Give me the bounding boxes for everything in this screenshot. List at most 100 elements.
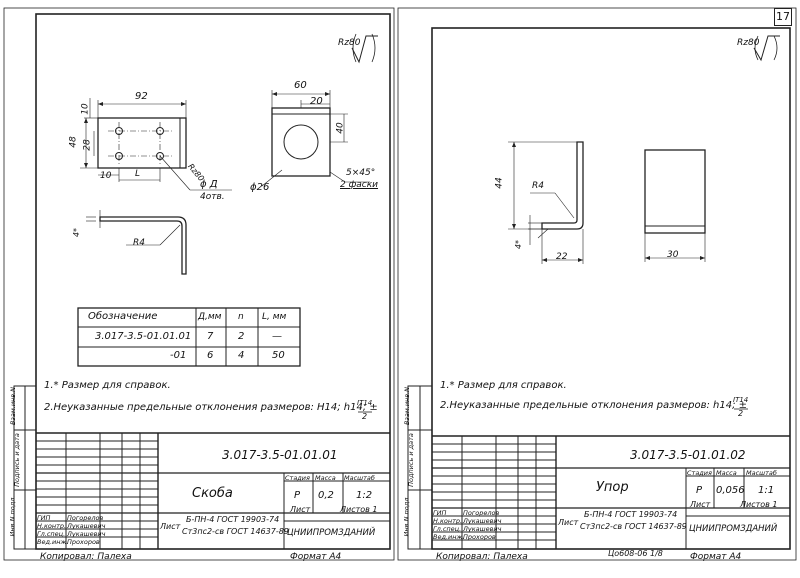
part-name-right: Упор (596, 480, 629, 495)
role: Н.контр. (37, 522, 67, 530)
role: Вед.инж. (37, 538, 69, 546)
material-prefix: Лист (160, 522, 181, 531)
signer: Погорелов (463, 509, 500, 517)
table-cell: -01 (170, 350, 187, 361)
note-2: 2.Неуказанные предельные отклонения разм… (44, 402, 378, 413)
hdr-stage: Стадия (285, 474, 310, 482)
table-header-designation: Обозначение (88, 311, 158, 322)
side-label: Подпись и дата (12, 433, 21, 487)
doc-code: 3.017-3.5-01.01.01 (222, 448, 338, 462)
note-fraction-den: 2 (362, 412, 368, 421)
dim-60: 60 (294, 80, 307, 91)
signer: Лукашевич (463, 517, 502, 525)
dim-28: 28 (82, 139, 93, 151)
table-cell: — (272, 331, 282, 342)
role: Вед.инж. (433, 533, 465, 541)
right-sheet-outer (397, 7, 797, 561)
side-label: Инв.N подл. (8, 495, 17, 537)
org-name: ЦНИИПРОМЗДАНИЙ (287, 528, 376, 538)
sheet-label-right: Лист (690, 500, 711, 509)
hdr-scale: Масштаб (344, 474, 375, 482)
left-sheet-frame (35, 13, 391, 550)
org-name-right: ЦНИИПРОМЗДАНИЙ (689, 524, 778, 534)
table-cell: 6 (207, 350, 214, 361)
roughness-label-right: Rz80 (737, 38, 760, 48)
dim-44: 44 (494, 177, 505, 189)
scale-value-right: 1:1 (758, 485, 775, 496)
material-line2-right: Ст3пс2-св ГОСТ 14637-89 (580, 522, 687, 531)
dim-L: L (135, 169, 141, 179)
table-header-d: Д,мм (198, 312, 222, 322)
side-label: Подпись и дата (406, 433, 415, 487)
table-cell: 50 (272, 350, 285, 361)
note-fraction-num: IT14 (357, 399, 373, 407)
sheets-label: Листов 1 (340, 505, 378, 514)
left-sheet-outer (3, 7, 395, 561)
table-cell: 7 (207, 331, 214, 342)
dim-22: 22 (556, 252, 568, 262)
table-cell: 2 (238, 331, 245, 342)
sheet-label: Лист (290, 505, 311, 514)
signer: Лукашевич (67, 530, 106, 538)
dim-4-right: 4* (514, 239, 524, 250)
roughness-label: Rz80 (338, 38, 361, 48)
part-name: Скоба (192, 486, 233, 501)
page-number: 17 (774, 8, 792, 26)
role: ГИП (433, 509, 447, 517)
side-label: Взам.инв.N (9, 386, 18, 426)
note-1-right: 1.* Размер для справок. (440, 380, 567, 391)
hdr-mass: Масса (315, 474, 336, 482)
dim-R4-left: R4 (133, 238, 145, 248)
dim-30: 30 (667, 250, 679, 260)
role: Гл.спец. (37, 530, 66, 538)
copied-by: Копировал: Палеха (40, 552, 132, 562)
chamfer-count: 2 фаски (340, 180, 379, 190)
mass-value: 0,2 (318, 490, 334, 501)
material-line1-right: Б-ПН-4 ГОСТ 19903-74 (584, 510, 678, 519)
scale-value: 1:2 (356, 490, 373, 501)
doc-code-right: 3.017-3.5-01.01.02 (630, 448, 746, 462)
dim-92: 92 (135, 91, 148, 102)
material-prefix-right: Лист (558, 518, 579, 527)
hdr-scale-right: Масштаб (746, 469, 777, 477)
mass-value-right: 0,056 (716, 485, 745, 496)
hdr-mass-right: Масса (716, 469, 737, 477)
dim-R4-right: R4 (532, 181, 544, 191)
table-header-l: L, мм (262, 312, 287, 322)
side-label: Взам.инв.N (403, 386, 412, 426)
role: Гл.спец. (433, 525, 462, 533)
role: Н.контр. (433, 517, 463, 525)
chamfer-label: 5×45° (346, 168, 376, 178)
signer: Лукашевич (463, 525, 502, 533)
archive-stamp: Цо608-06 1/8 (608, 549, 663, 558)
dim-10-bottom: 10 (100, 171, 112, 181)
dim-20: 20 (310, 96, 323, 107)
dim-40: 40 (335, 122, 346, 134)
table-cell: 4 (238, 350, 245, 361)
copied-by-right: Копировал: Палеха (436, 552, 528, 562)
format-label: Формат А4 (290, 552, 342, 562)
note-fraction-num-right: IT14 (733, 396, 749, 404)
note-2-right: 2.Неуказанные предельные отклонения разм… (440, 400, 748, 411)
dim-phiD: ϕ Д (200, 179, 218, 190)
dim-4-left: 4* (72, 227, 82, 238)
format-label-right: Формат А4 (690, 552, 742, 562)
material-line1: Б-ПН-4 ГОСТ 19903-74 (186, 515, 280, 524)
dim-10-top: 10 (80, 103, 91, 115)
right-sheet-frame (431, 27, 791, 550)
signer: Прохоров (463, 533, 496, 541)
dim-phi26: ϕ26 (250, 182, 270, 193)
role: ГИП (37, 514, 51, 522)
material-line2: Ст3пс2-св ГОСТ 14637-89 (182, 527, 289, 536)
stage-value-right: Р (696, 485, 703, 496)
stage-value: Р (294, 490, 301, 501)
signer: Прохоров (67, 538, 100, 546)
side-label: Инв.N подл. (402, 495, 411, 537)
note-fraction-den-right: 2 (738, 409, 744, 418)
holes-label: 4отв. (200, 192, 225, 202)
hdr-stage-right: Стадия (687, 469, 712, 477)
note-1: 1.* Размер для справок. (44, 380, 171, 391)
signer: Лукашевич (67, 522, 106, 530)
dim-48: 48 (68, 136, 79, 148)
